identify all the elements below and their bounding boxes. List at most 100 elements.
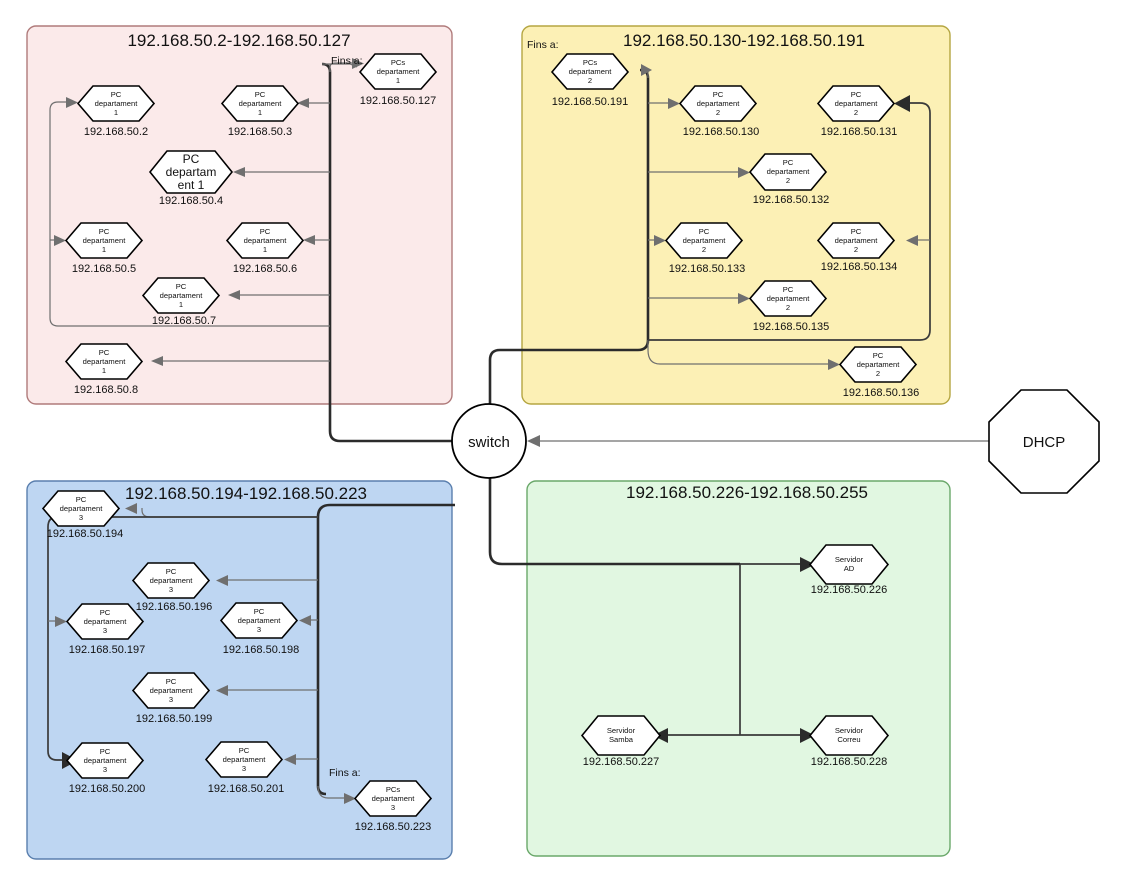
edge-right-loop-dept2 — [648, 102, 931, 341]
arrowhead-8 — [151, 356, 163, 366]
zone-title-dept3: 192.168.50.194-192.168.50.223 — [125, 484, 367, 503]
ip-label: 192.168.50.196 — [136, 601, 212, 613]
node-192-168-50-227[interactable]: Servidor Samba 192.168.50.227 — [580, 715, 662, 768]
svg-text:3: 3 — [169, 585, 173, 594]
node-192-168-50-228[interactable]: Servidor Correu 192.168.50.228 — [808, 715, 890, 768]
ip-label: 192.168.50.2 — [84, 126, 148, 138]
zone-title-dept2: 192.168.50.130-192.168.50.191 — [623, 31, 865, 50]
svg-text:departament: departament — [95, 99, 139, 108]
node-192-168-50-131[interactable]: PC departament 2 192.168.50.131 — [816, 85, 897, 138]
node-192-168-50-196[interactable]: PC departament 3 192.168.50.196 — [131, 562, 212, 613]
edge-servers-split — [668, 564, 800, 736]
ip-label: 192.168.50.200 — [69, 783, 145, 795]
arrowhead-198 — [299, 615, 311, 626]
node-192-168-50-194[interactable]: PC departament 3 192.168.50.194 — [41, 490, 123, 540]
arrowhead-194 — [125, 503, 137, 514]
node-192-168-50-8[interactable]: PC departament 1 192.168.50.8 — [64, 343, 144, 396]
svg-text:Servidor: Servidor — [607, 726, 636, 735]
svg-text:2: 2 — [786, 303, 790, 312]
ip-label: 192.168.50.226 — [811, 584, 887, 596]
svg-text:departament: departament — [239, 99, 283, 108]
node-192-168-50-199[interactable]: PC departament 3 192.168.50.199 — [131, 672, 212, 725]
svg-text:departament: departament — [223, 755, 267, 764]
svg-text:departament: departament — [84, 617, 128, 626]
dhcp-node[interactable] — [988, 389, 1100, 494]
arrowhead-132 — [738, 167, 750, 178]
node-192-168-50-200[interactable]: PC departament 3 192.168.50.200 — [65, 742, 145, 795]
arrowhead-switch-from-dhcp — [527, 435, 540, 447]
arrowhead-136 — [828, 359, 840, 370]
ip-label: 192.168.50.134 — [821, 261, 897, 273]
node-192-168-50-197[interactable]: PC departament 3 192.168.50.197 — [65, 603, 145, 656]
dhcp-label: DHCP — [1023, 434, 1066, 451]
node-192-168-50-135[interactable]: PC departament 2 192.168.50.135 — [748, 280, 829, 333]
svg-text:departament: departament — [767, 167, 811, 176]
ip-label: 192.168.50.3 — [228, 126, 292, 138]
svg-text:departament: departament — [569, 67, 613, 76]
node-192-168-50-226[interactable]: Servidor AD 192.168.50.226 — [808, 544, 890, 596]
svg-text:PC: PC — [239, 746, 250, 755]
svg-text:3: 3 — [242, 764, 246, 773]
ip-label: 192.168.50.7 — [152, 315, 216, 327]
ip-label: 192.168.50.197 — [69, 644, 145, 656]
ip-label: 192.168.50.227 — [583, 756, 659, 768]
node-192-168-50-198[interactable]: PC departament 3 192.168.50.198 — [219, 602, 299, 656]
svg-text:departament: departament — [767, 294, 811, 303]
node-192-168-50-5[interactable]: PC departament 1 192.168.50.5 — [64, 222, 144, 275]
arrowhead-196 — [216, 575, 228, 586]
node-192-168-50-223[interactable]: PCs departament 3 192.168.50.223 — [353, 780, 433, 833]
zone-box-servers[interactable] — [526, 480, 951, 857]
svg-text:departament: departament — [857, 360, 901, 369]
node-192-168-50-201[interactable]: PC departament 3 192.168.50.201 — [204, 741, 284, 795]
node-192-168-50-4[interactable]: PC departam ent 1 192.168.50.4 — [148, 150, 234, 207]
svg-text:1: 1 — [263, 245, 267, 254]
arrowhead-226 — [800, 557, 815, 572]
svg-text:Samba: Samba — [609, 735, 634, 744]
svg-text:3: 3 — [103, 765, 107, 774]
svg-text:Correu: Correu — [837, 735, 860, 744]
node-192-168-50-191[interactable]: PCs departament 2 192.168.50.191 — [550, 53, 630, 108]
trunk-dept1 — [321, 62, 455, 443]
svg-text:2: 2 — [854, 245, 858, 254]
node-192-168-50-7[interactable]: PC departament 1 192.168.50.7 — [141, 277, 221, 327]
node-192-168-50-132[interactable]: PC departament 2 192.168.50.132 — [748, 153, 829, 206]
arrowhead-130 — [668, 98, 680, 109]
svg-text:departament: departament — [683, 236, 727, 245]
node-192-168-50-136[interactable]: PC departament 2 192.168.50.136 — [838, 346, 919, 399]
svg-text:departament: departament — [150, 686, 194, 695]
node-192-168-50-6[interactable]: PC departament 1 192.168.50.6 — [225, 222, 305, 275]
svg-text:departament: departament — [372, 794, 416, 803]
arrowhead-223 — [344, 793, 356, 804]
node-192-168-50-134[interactable]: PC departament 2 192.168.50.134 — [816, 222, 897, 273]
ip-label: 192.168.50.135 — [753, 321, 829, 333]
svg-text:departam: departam — [166, 165, 217, 179]
ip-label: 192.168.50.199 — [136, 713, 212, 725]
arrowhead-135 — [738, 293, 750, 304]
node-192-168-50-3[interactable]: PC departament 1 192.168.50.3 — [220, 85, 300, 138]
svg-text:departament: departament — [697, 99, 741, 108]
node-192-168-50-2[interactable]: PC departament 1 192.168.50.2 — [76, 85, 156, 138]
svg-text:PC: PC — [100, 747, 111, 756]
svg-text:PC: PC — [99, 227, 110, 236]
edge-to-191 — [640, 69, 649, 78]
node-192-168-50-127[interactable]: PCs departament 1 192.168.50.127 — [358, 53, 438, 107]
trunk-servers — [488, 470, 740, 566]
svg-text:1: 1 — [102, 366, 106, 375]
edge-to-136 — [647, 340, 828, 365]
zone-title-dept1: 192.168.50.2-192.168.50.127 — [127, 31, 350, 50]
switch-node[interactable] — [451, 403, 527, 479]
svg-text:PC: PC — [851, 227, 862, 236]
svg-text:1: 1 — [114, 108, 118, 117]
ip-label: 192.168.50.4 — [159, 195, 223, 207]
node-192-168-50-133[interactable]: PC departament 2 192.168.50.133 — [664, 222, 745, 275]
svg-text:3: 3 — [103, 626, 107, 635]
svg-text:2: 2 — [854, 108, 858, 117]
node-192-168-50-130[interactable]: PC departament 2 192.168.50.130 — [678, 85, 759, 138]
hint-label-dept2: Fins a: — [527, 39, 559, 51]
ip-label: 192.168.50.8 — [74, 384, 138, 396]
svg-text:PC: PC — [851, 90, 862, 99]
ip-label: 192.168.50.136 — [843, 387, 919, 399]
svg-text:PC: PC — [255, 90, 266, 99]
arrowhead-201 — [284, 754, 296, 765]
hint-label-dept3: Fins a: — [329, 767, 361, 779]
